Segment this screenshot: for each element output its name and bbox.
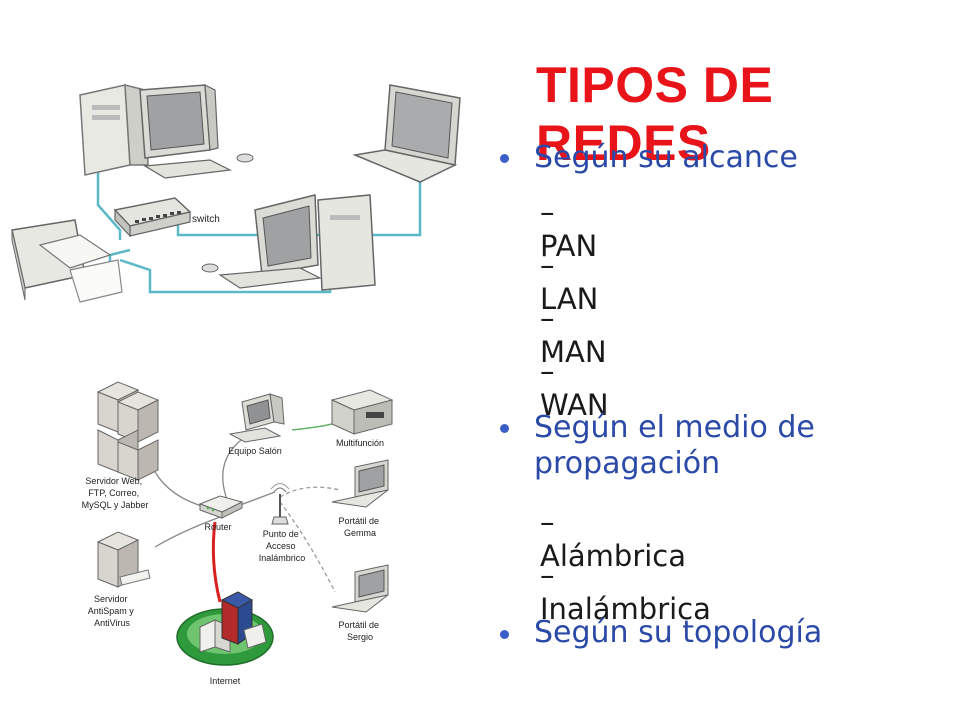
bullet-dot [500,630,509,639]
internet-label: Internet [210,676,241,686]
access-point-label: Punto de Acceso Inalámbrico [259,529,306,563]
server-main-label: Servidor Web, FTP, Correo, MySQL y Jabbe… [82,476,149,510]
router-icon [198,495,244,519]
access-point-icon [270,483,290,525]
home-network-diagram: Servidor Web, FTP, Correo, MySQL y Jabbe… [82,381,394,686]
sub-item-alambrica: – Alámbrica [540,505,687,573]
green-link [291,423,333,431]
portatil-sergio-label: Portátil de Sergio [338,620,381,642]
laptop-icon [331,564,389,613]
switch-icon: switch [113,197,220,238]
sub-item-pan: – PAN [540,195,598,263]
sub-item-wan: – WAN [540,354,609,422]
server-icon [96,531,151,588]
bullet-medio: Según el medio de propagación [534,410,815,481]
printer-icon [11,219,123,303]
server-rack-icon [96,381,160,481]
server-av-label: Servidor AntiSpam y AntiVirus [88,594,137,628]
multifunction-printer-icon [330,389,394,435]
desktop-computer-icon [228,393,285,443]
desktop-computer-icon [79,83,254,179]
lan-switch-diagram: switch [11,83,461,303]
switch-label: switch [192,214,220,225]
bullet-dot [500,424,509,433]
wireless-links [279,486,341,593]
bullet-topologia: Según su topología [534,615,823,650]
router-label: Router [204,522,231,532]
sub-item-lan: – LAN [540,248,599,316]
sub-item-man: – MAN [540,301,607,369]
portatil-gemma-label: Portátil de Gemma [338,516,381,538]
equipo-label: Equipo Salón [228,446,282,456]
multifuncion-label: Multifunción [336,438,384,448]
laptop-icon [331,459,389,508]
bullet-dot [500,154,509,163]
internet-link [211,521,222,603]
bullet-alcance: Según su alcance [534,140,798,175]
desktop-computer-icon [201,194,376,291]
laptop-icon [352,84,461,183]
internet-icon [176,591,274,666]
sub-item-inalambrica: – Inalámbrica [540,558,711,626]
slide-title: TIPOS DE REDES [536,57,774,171]
